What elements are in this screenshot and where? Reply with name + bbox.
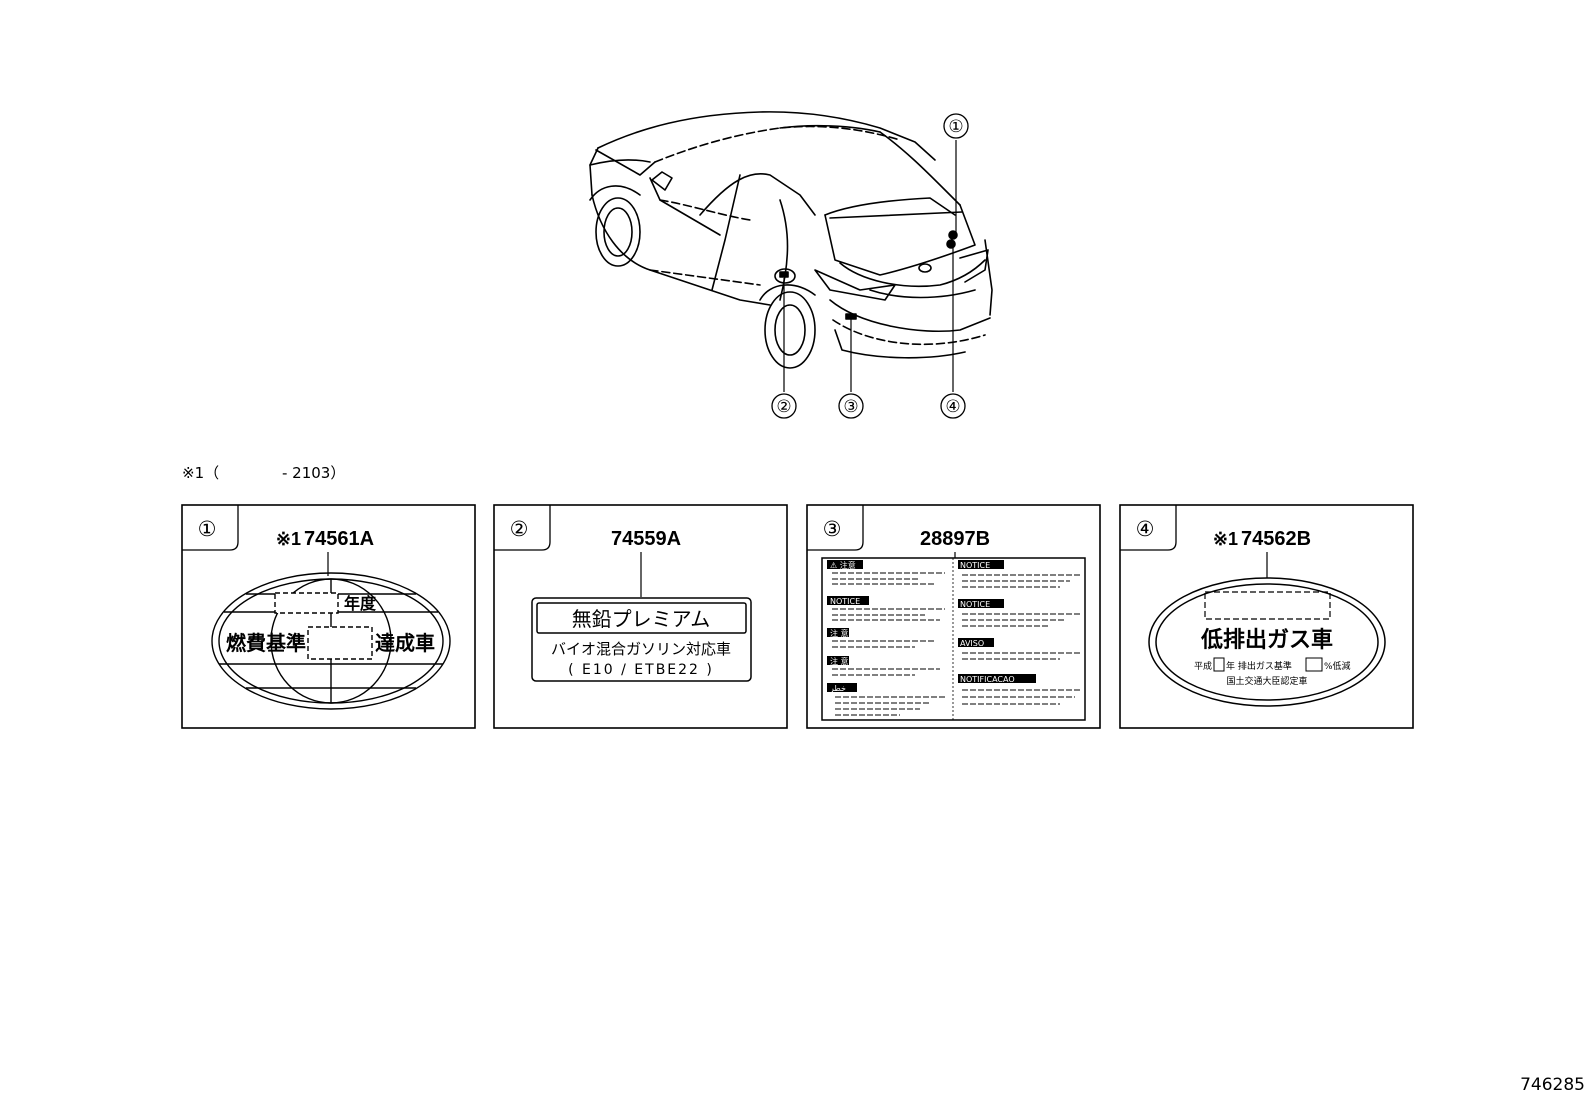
callout-1-label: ① — [948, 117, 963, 137]
panel-2-line1: 無鉛プレミアム — [572, 607, 711, 631]
callout-4-label: ④ — [945, 397, 960, 417]
tag-left-2: NOTICE — [830, 597, 860, 606]
panel-2-number: ② — [510, 517, 529, 541]
panel-4-title: 低排出ガス車 — [1200, 628, 1333, 653]
panel-4-sub-c: %低減 — [1324, 660, 1351, 672]
panel-4-number: ④ — [1136, 517, 1155, 541]
callout-1: ① — [943, 113, 969, 139]
panel-4-sub-line2: 国土交通大臣認定車 — [1226, 675, 1307, 687]
callout-2: ② — [771, 393, 797, 419]
callout-2-label: ② — [776, 397, 791, 417]
panel-1-right-text: 達成車 — [375, 631, 435, 655]
tag-right-4: NOTIFICACAO — [960, 675, 1015, 684]
fuel-label — [531, 597, 752, 682]
panel-1: ① ※1 74561A 年度 燃費基準 達成車 — [181, 504, 476, 729]
panel-1-prefix: ※1 — [276, 529, 301, 549]
panel-3: ③ 28897B ⚠ 注意 NOTICE 注 意 注 意 خطر — [806, 504, 1101, 729]
low-emission-label — [1148, 577, 1386, 707]
callout-4: ④ — [940, 393, 966, 419]
panel-4-sub-b: 年 排出ガス基準 — [1226, 660, 1292, 672]
panel-3-part-number: 28897B — [920, 528, 990, 550]
panel-4-prefix: ※1 — [1213, 529, 1238, 549]
drawing-number: 746285 — [1520, 1075, 1585, 1095]
panel-4-part-number: 74562B — [1241, 528, 1311, 550]
tag-right-3: AVISO — [960, 639, 984, 648]
footnote-range: - 2103） — [282, 464, 345, 482]
panel-2: ② 74559A 無鉛プレミアム バイオ混合ガソリン対応車 ( E10 / ET… — [493, 504, 788, 729]
footnote-mark: ※1（ — [182, 464, 219, 482]
panel-1-year-text: 年度 — [344, 594, 377, 613]
callout-leaders — [783, 140, 957, 392]
warning-tags-right: NOTICE NOTICE AVISO NOTIFICACAO — [958, 560, 1036, 684]
fuel-economy-label — [211, 572, 451, 710]
tag-left-3: 注 意 — [830, 628, 849, 638]
panel-4: ④ ※1 74562B 低排出ガス車 平成 年 排出ガス基準 %低減 国土交通大… — [1119, 504, 1414, 729]
warning-tags-left: ⚠ 注意 NOTICE 注 意 注 意 خطر — [827, 560, 869, 693]
panel-1-left-text: 燃費基準 — [226, 631, 306, 655]
tag-left-4: 注 意 — [830, 656, 849, 666]
tag-right-1: NOTICE — [960, 561, 990, 570]
panel-2-line3: ( E10 / ETBE22 ) — [568, 662, 714, 678]
callout-3-label: ③ — [843, 397, 858, 417]
panel-2-line2: バイオ混合ガソリン対応車 — [551, 640, 731, 658]
panel-1-number: ① — [198, 517, 217, 541]
panel-3-number: ③ — [823, 517, 842, 541]
tag-left-5: خطر — [829, 684, 846, 693]
panel-2-part-number: 74559A — [611, 528, 681, 550]
callout-3: ③ — [838, 393, 864, 419]
panel-4-sub-a: 平成 — [1194, 660, 1212, 672]
tag-left-1: ⚠ 注意 — [830, 560, 856, 570]
panel-1-part-number: 74561A — [304, 528, 374, 550]
tag-right-2: NOTICE — [960, 600, 990, 609]
vehicle-illustration — [589, 111, 993, 369]
